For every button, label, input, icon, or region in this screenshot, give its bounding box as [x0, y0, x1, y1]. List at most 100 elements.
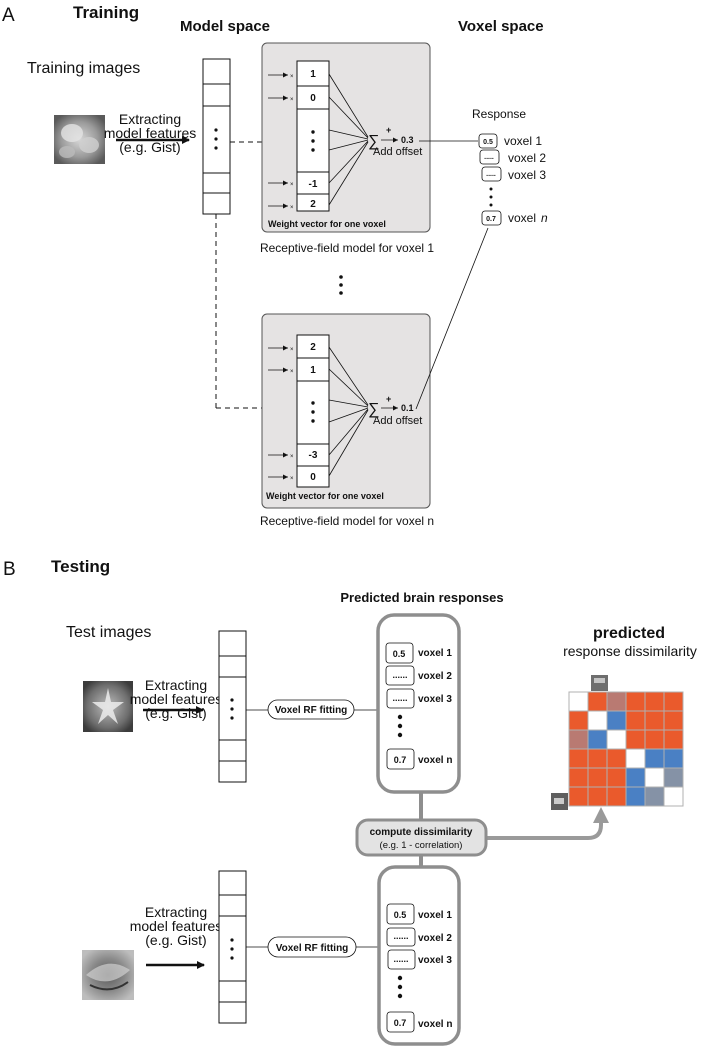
rdm-cell — [587, 691, 608, 712]
rf1-caption: Receptive-field model for voxel 1 — [260, 241, 434, 255]
b-upper-value-3: ...... — [392, 693, 407, 703]
a-response-value-2: ..... — [484, 154, 494, 161]
rdm-cell — [663, 691, 684, 712]
rdm-cell — [644, 786, 665, 807]
a-extract-line1: Extracting — [119, 111, 181, 127]
rdm-cell — [644, 748, 665, 769]
rf1-plus: + — [386, 125, 391, 135]
rdm-cell — [606, 729, 627, 750]
b-extract-line2-upper: model features — [130, 691, 223, 707]
predicted-responses-upper: 0.5 voxel 1 ...... voxel 2 ...... voxel … — [376, 613, 461, 794]
b-feature-vector-lower — [218, 870, 247, 1024]
rdm-cell — [663, 786, 684, 807]
rf1-output: 0.3 — [401, 135, 414, 145]
rf1-weight-2: 0 — [310, 93, 316, 104]
a-response-list: 0.5 voxel 1 ..... voxel 2 ..... voxel 3 … — [478, 133, 548, 226]
rdm-cell — [568, 710, 589, 731]
rdm-cell — [644, 767, 665, 788]
panel-a-letter: A — [2, 5, 15, 26]
rf-fitting-pill-lower: Voxel RF fitting — [267, 936, 357, 958]
a-response-label-1: voxel 1 — [504, 134, 542, 148]
b-lower-value-n: 0.7 — [394, 1018, 407, 1028]
rdm-cell — [663, 748, 684, 769]
predicted-responses-heading: Predicted brain responses — [340, 590, 503, 605]
svg-text:×: × — [290, 454, 294, 460]
a-extract-line3: (e.g. Gist) — [119, 139, 180, 155]
rdm-cell — [568, 729, 589, 750]
svg-text:×: × — [290, 369, 294, 375]
svg-text:∑: ∑ — [368, 133, 379, 150]
rf2-output: 0.1 — [401, 403, 414, 413]
a-response-label-n: voxel — [508, 211, 536, 225]
b-upper-value-1: 0.5 — [393, 649, 406, 659]
rdm-cell — [625, 767, 646, 788]
b-extract-line3-upper: (e.g. Gist) — [145, 705, 206, 721]
rdm-cell — [587, 710, 608, 731]
rdm-cell — [625, 729, 646, 750]
a-response-value-3: ..... — [486, 171, 496, 178]
rdm-cell — [587, 748, 608, 769]
rf-model-voxel-1: × × × × ∑ 1 0 -1 2 + 0.3 Add offset Weig… — [261, 42, 431, 233]
rdm-cell — [625, 786, 646, 807]
b-extract-line2-lower: model features — [130, 918, 223, 934]
test-image-1 — [83, 681, 133, 732]
rf1-weight-4: 2 — [310, 199, 316, 210]
rf2-weight-2: 1 — [310, 365, 316, 376]
training-image — [54, 115, 105, 164]
b-extract-line3-lower: (e.g. Gist) — [145, 932, 206, 948]
b-upper-label-n: voxel n — [418, 755, 452, 766]
rdm-cell — [663, 710, 684, 731]
b-lower-label-n: voxel n — [418, 1019, 452, 1030]
a-response-label-3: voxel 3 — [508, 168, 546, 182]
a-response-label-n-italic: n — [541, 211, 548, 225]
b-lower-value-2: ...... — [393, 931, 408, 941]
rdm-cell — [644, 729, 665, 750]
b-extract-line1-lower: Extracting — [145, 904, 207, 920]
rf2-plus: + — [386, 394, 391, 404]
rf1-weight-1: 1 — [310, 69, 316, 80]
test-image-2 — [82, 950, 134, 1000]
rdm-cell — [568, 691, 589, 712]
b-upper-label-3: voxel 3 — [418, 694, 452, 705]
a-response-label-2: voxel 2 — [508, 151, 546, 165]
rdm-cell — [606, 710, 627, 731]
rdm-cell — [644, 691, 665, 712]
rdm-cell — [625, 748, 646, 769]
svg-text:×: × — [290, 74, 294, 80]
b-lower-label-2: voxel 2 — [418, 933, 452, 944]
rf2-add-offset: Add offset — [373, 415, 422, 427]
b-lower-value-1: 0.5 — [394, 910, 407, 920]
rf-fitting-pill-upper: Voxel RF fitting — [267, 699, 355, 720]
rf2-weight-3: -3 — [309, 450, 318, 461]
rdm-cell — [606, 748, 627, 769]
svg-text:×: × — [290, 347, 294, 353]
rdm-cell — [644, 710, 665, 731]
rdm-matrix — [568, 691, 684, 807]
panel-b-letter: B — [3, 559, 16, 580]
b-upper-label-2: voxel 2 — [418, 671, 452, 682]
rdm-cell — [625, 691, 646, 712]
svg-text:×: × — [290, 205, 294, 211]
rdm-cell — [568, 748, 589, 769]
svg-text:×: × — [290, 97, 294, 103]
b-lower-label-1: voxel 1 — [418, 910, 452, 921]
rf1-add-offset: Add offset — [373, 146, 422, 158]
rf2-weight-caption: Weight vector for one voxel — [266, 491, 384, 501]
svg-text:∑: ∑ — [368, 401, 379, 418]
panel-a-title: Training — [73, 3, 139, 22]
rdm-cell — [606, 691, 627, 712]
rdm-cell — [663, 729, 684, 750]
b-lower-value-3: ...... — [393, 954, 408, 964]
model-space-heading: Model space — [180, 18, 270, 35]
b-upper-value-n: 0.7 — [394, 755, 407, 765]
rf-ellipsis — [339, 275, 343, 295]
test-images-label: Test images — [66, 624, 151, 641]
rf-fitting-label-lower: Voxel RF fitting — [276, 943, 349, 954]
rf-model-voxel-n: × × × × ∑ 2 1 -3 0 + 0.1 Add offset Weig… — [261, 313, 431, 509]
rdm-cell — [587, 767, 608, 788]
rf-fitting-label-upper: Voxel RF fitting — [275, 705, 348, 716]
rf1-weight-caption: Weight vector for one voxel — [268, 219, 386, 229]
rf2-weight-4: 0 — [310, 472, 316, 483]
b-upper-label-1: voxel 1 — [418, 648, 452, 659]
training-images-label: Training images — [27, 60, 140, 77]
